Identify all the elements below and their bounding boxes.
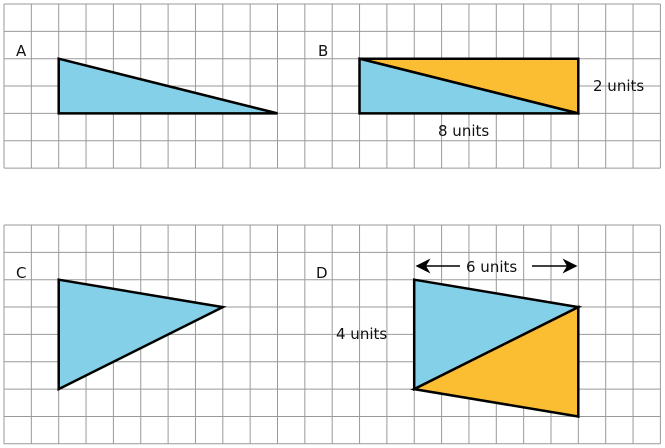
b-base-label: 8 units [438, 122, 489, 140]
d-height-label: 4 units [336, 325, 387, 343]
triangle-c [57, 278, 227, 392]
d-width-label: 6 units [466, 258, 517, 276]
label-b: B [318, 42, 328, 60]
b-height-label: 2 units [593, 77, 644, 95]
triangle-b-blue [358, 57, 579, 115]
triangle-a [57, 57, 278, 115]
label-d: D [316, 264, 328, 282]
label-c: C [16, 264, 26, 282]
label-a: A [16, 42, 27, 60]
triangle-d-orange [410, 305, 580, 418]
